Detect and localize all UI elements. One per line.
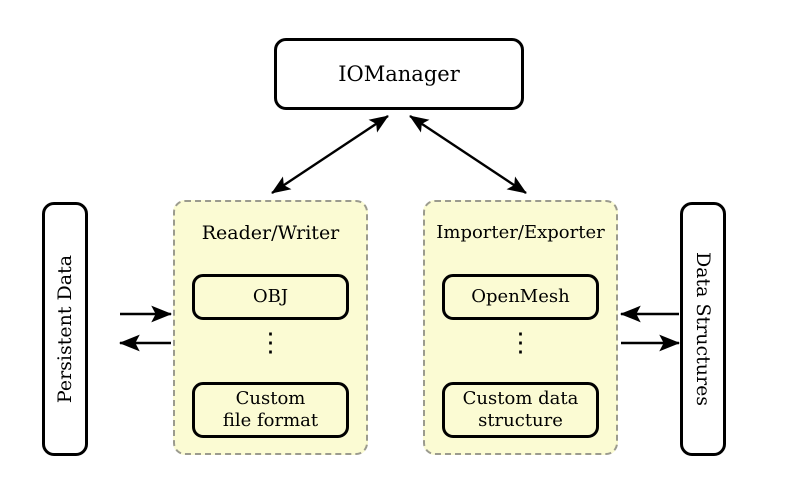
iomanager-label: IOManager	[338, 61, 460, 86]
reader-writer-item-obj[interactable]: OBJ	[192, 274, 349, 320]
data-structures-box[interactable]: Data Structures	[680, 202, 726, 456]
custom-data-structure-line1: Custom data	[462, 388, 579, 410]
reader-writer-panel[interactable]: Reader/Writer OBJ ⋮ Custom file format	[173, 200, 368, 455]
reader-writer-ellipsis-icon: ⋮	[257, 328, 284, 358]
persistent-data-label: Persistent Data	[54, 254, 76, 404]
custom-file-format-line1: Custom	[235, 388, 306, 410]
persistent-data-box[interactable]: Persistent Data	[42, 202, 88, 456]
importer-exporter-item-openmesh[interactable]: OpenMesh	[442, 274, 599, 320]
custom-data-structure-line2: structure	[478, 410, 563, 431]
importer-exporter-item-custom-data-structure[interactable]: Custom data structure	[442, 382, 599, 438]
reader-writer-item-obj-label: OBJ	[252, 286, 289, 308]
data-structures-label: Data Structures	[692, 251, 714, 407]
iomanager-box[interactable]: IOManager	[274, 38, 524, 110]
importer-exporter-item-openmesh-label: OpenMesh	[471, 286, 570, 308]
importer-exporter-panel[interactable]: Importer/Exporter OpenMesh ⋮ Custom data…	[423, 200, 618, 455]
custom-file-format-line2: file format	[222, 410, 319, 431]
reader-writer-panel-title: Reader/Writer	[201, 222, 340, 244]
reader-writer-item-custom-file-format-label: Custom file format	[223, 388, 318, 432]
arrow-iomanager-importerexporter	[409, 115, 527, 194]
importer-exporter-panel-title: Importer/Exporter	[436, 222, 605, 243]
arrow-iomanager-readerwriter	[271, 115, 389, 194]
importer-exporter-ellipsis-icon: ⋮	[507, 328, 534, 358]
reader-writer-item-custom-file-format[interactable]: Custom file format	[192, 382, 349, 438]
importer-exporter-item-custom-data-structure-label: Custom data structure	[463, 388, 579, 432]
